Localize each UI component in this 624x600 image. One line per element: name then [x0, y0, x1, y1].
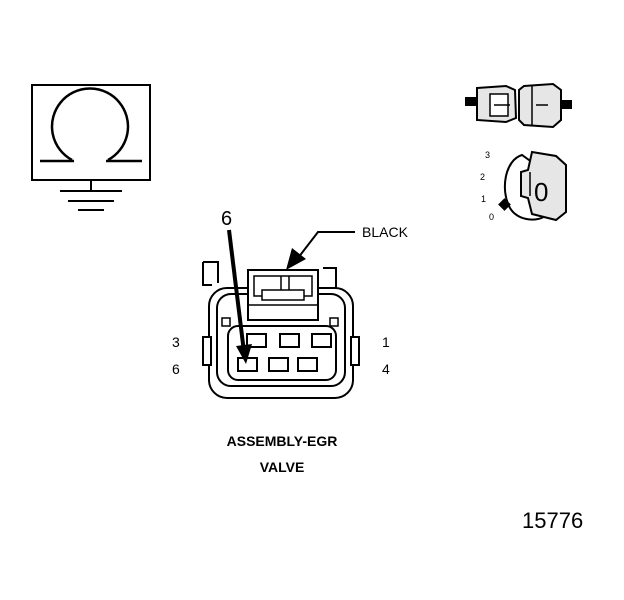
- component-name-line1: ASSEMBLY-EGR: [227, 433, 338, 449]
- switch-mark-3: 3: [485, 150, 490, 160]
- cavity-1: [311, 333, 332, 348]
- switch-key-label: 0: [534, 177, 548, 207]
- ignition-switch-icon: 3 2 1 0 0: [480, 150, 567, 222]
- pin-label-bottom-left: 6: [172, 361, 180, 377]
- cavity-5: [268, 357, 289, 372]
- connector-color-label: BLACK: [362, 224, 409, 240]
- switch-mark-1: 1: [481, 194, 486, 204]
- connector-disconnect-icon: [465, 82, 572, 129]
- pin-label-bottom-right: 4: [382, 361, 390, 377]
- component-name-line2: VALVE: [260, 459, 305, 475]
- figure-number: 15776: [522, 508, 583, 533]
- switch-mark-2: 2: [480, 172, 485, 182]
- switch-mark-0: 0: [489, 212, 494, 222]
- cavity-6: [237, 357, 258, 372]
- pin-label-top-left: 3: [172, 334, 180, 350]
- ground-icon: [60, 190, 122, 211]
- color-leader-arrow: [286, 231, 355, 270]
- pin-6-pointer-arrow: [227, 229, 252, 364]
- pointer-pin-label: 6: [221, 208, 232, 230]
- pin-label-top-right: 1: [382, 334, 390, 350]
- cavity-3: [246, 333, 267, 348]
- ohmmeter-symbol: [31, 84, 151, 211]
- egr-connector-face: [202, 261, 360, 399]
- cavity-2: [279, 333, 300, 348]
- cavity-4: [297, 357, 318, 372]
